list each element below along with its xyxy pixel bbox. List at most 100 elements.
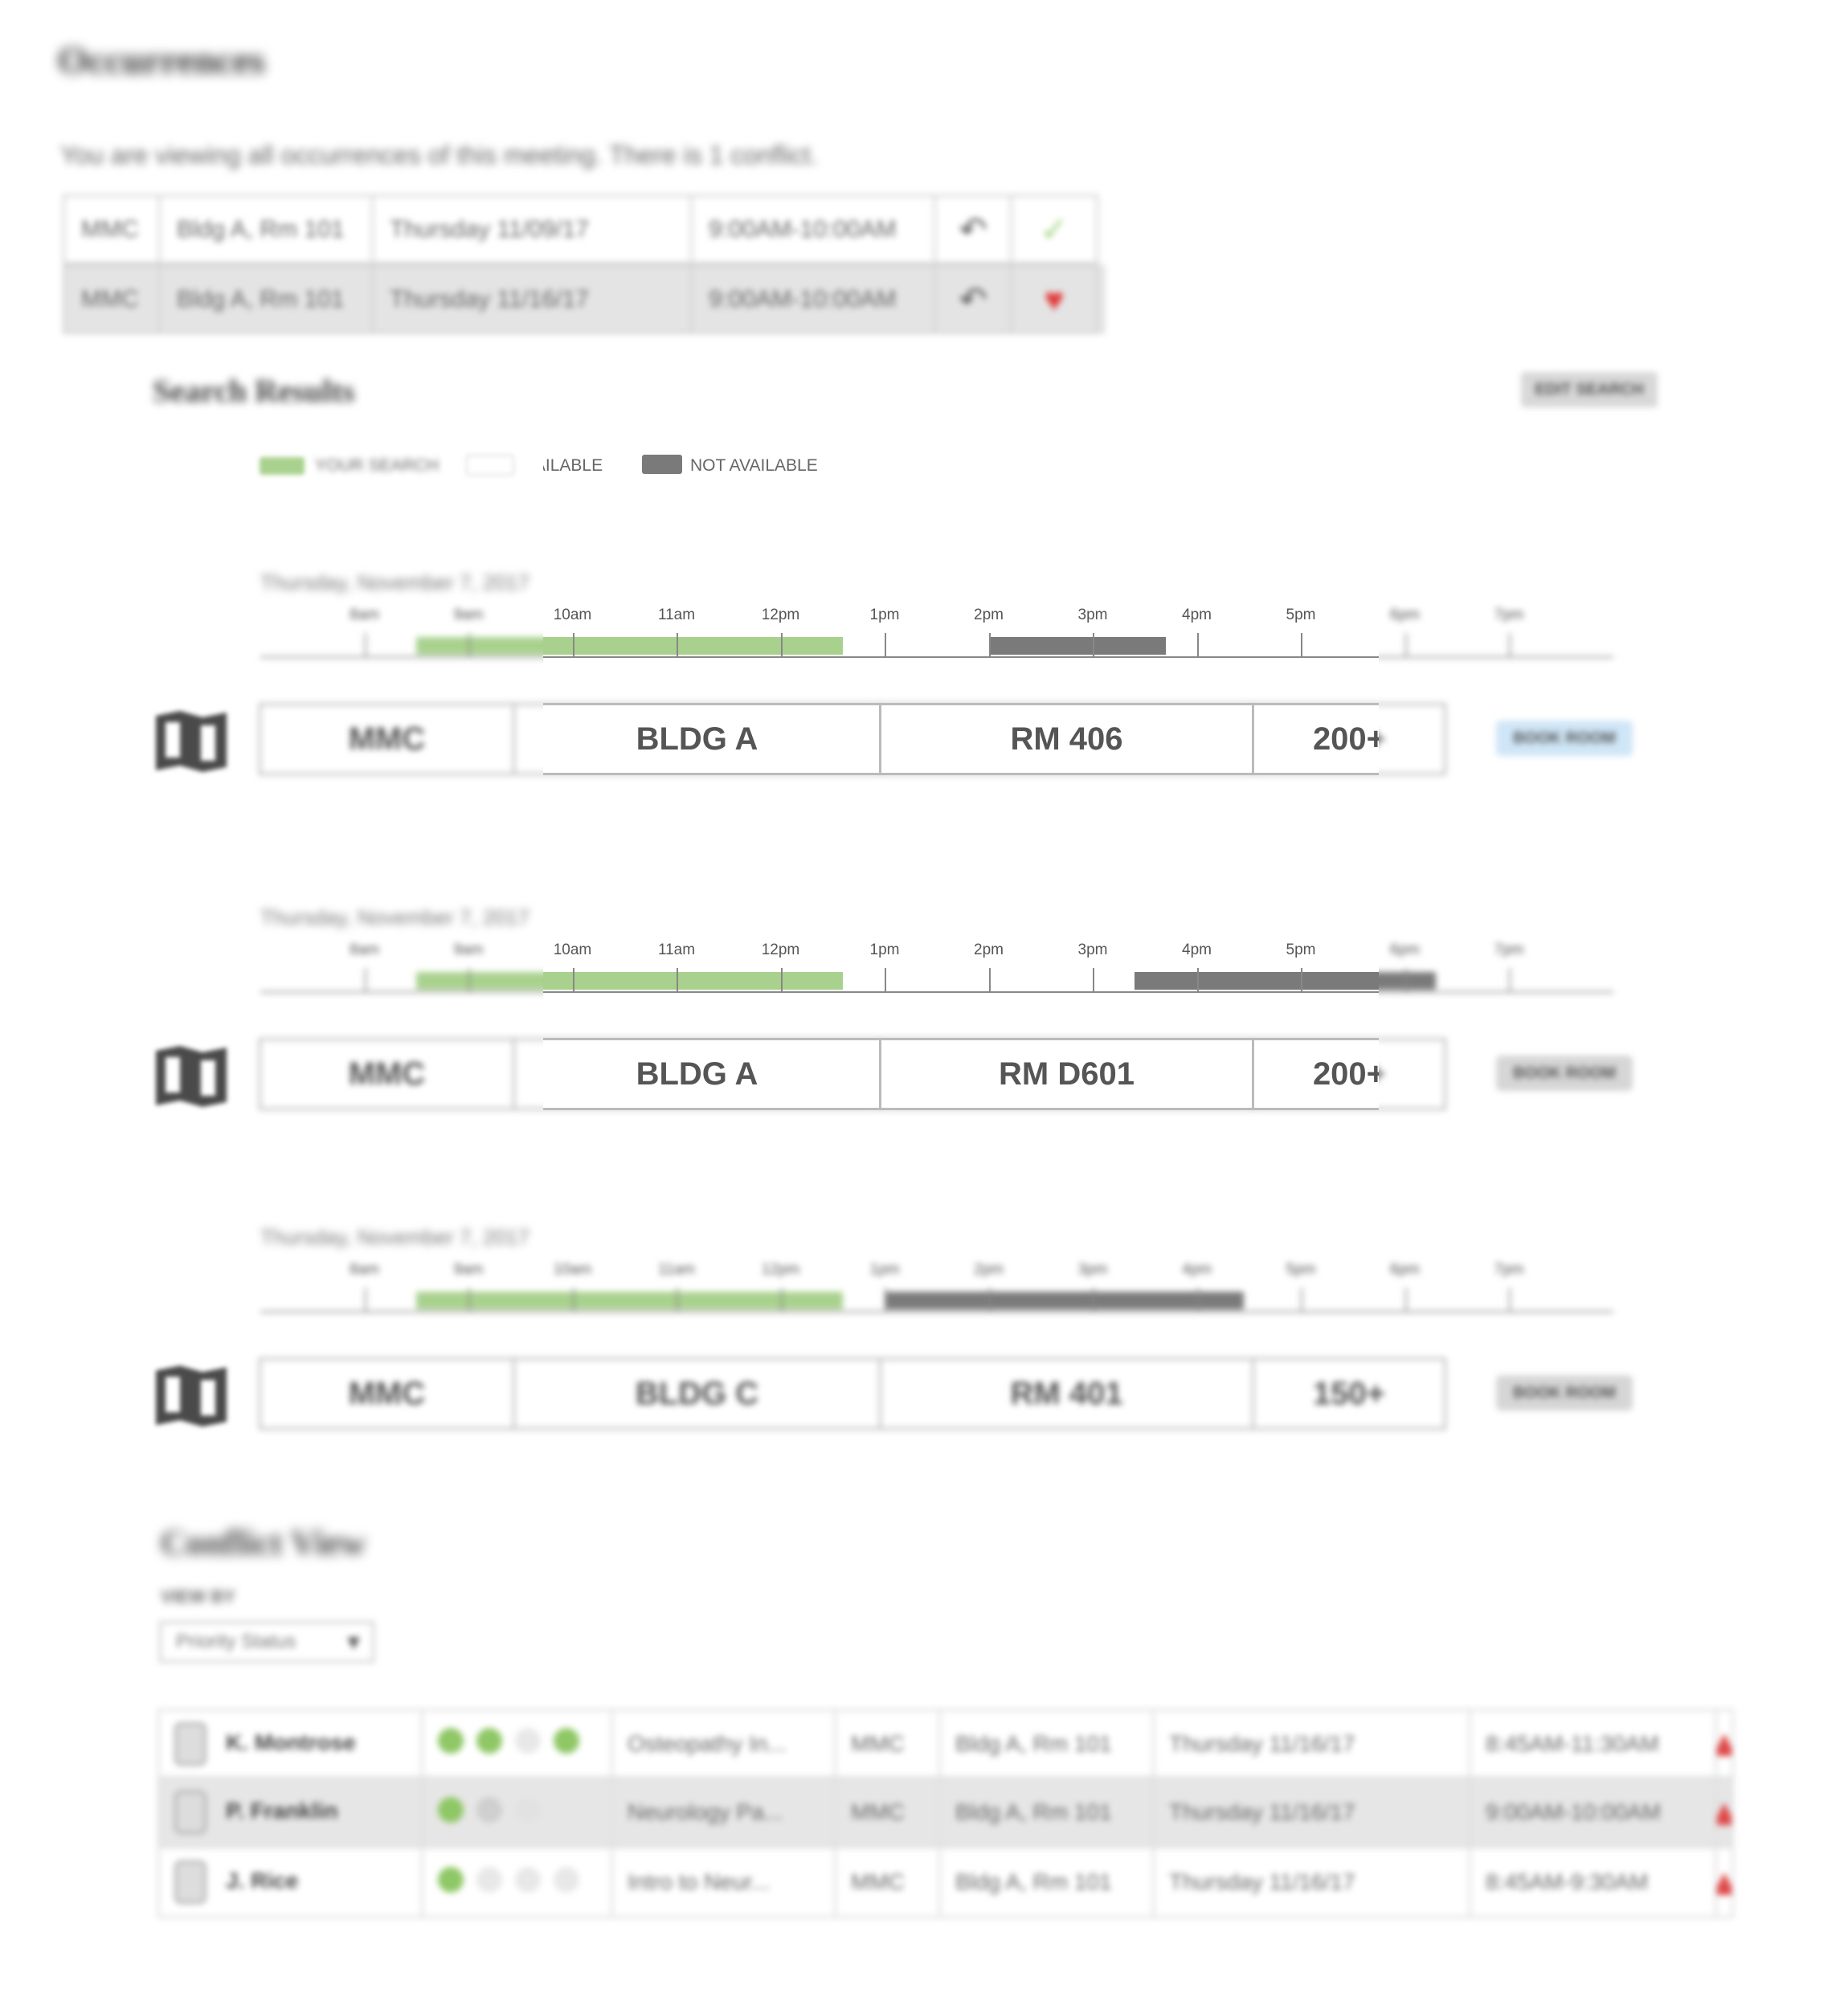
timeline-hour-label: 7pm: [1494, 941, 1524, 958]
timeline-tick: [468, 968, 470, 992]
map-icon[interactable]: [153, 708, 230, 775]
search-results-title: Search Results: [153, 373, 355, 409]
room-number: RM 401: [881, 1360, 1254, 1427]
map-icon[interactable]: [153, 1043, 230, 1110]
conflict-campus: MMC: [836, 1711, 941, 1776]
conflict-person: J. Rice: [160, 1848, 423, 1916]
legend-not-available-label: NOT AVAILABLE: [690, 456, 818, 475]
conflict-course: Intro to Neur...: [613, 1848, 836, 1916]
timeline-tick: [468, 968, 470, 992]
edit-search-button[interactable]: EDIT SEARCH: [1521, 372, 1658, 407]
legend-your-search-swatch: [260, 457, 305, 475]
room-building: BLDG C: [515, 1360, 881, 1427]
timeline-hour-label: 5pm: [1286, 1261, 1316, 1278]
reschedule-icon[interactable]: ↶: [934, 194, 1012, 264]
timeline-hour-label: 7pm: [1494, 1261, 1524, 1278]
reschedule-icon[interactable]: ↶: [934, 264, 1012, 334]
occurrences-title: Occurrences: [58, 39, 265, 82]
occurrences-subtitle: You are viewing all occurrences of this …: [60, 141, 818, 169]
timeline-hour-label: 9am: [453, 607, 484, 623]
timeline-baseline: [260, 1311, 1613, 1313]
timeline-tick: [468, 633, 470, 657]
book-room-button[interactable]: BOOK ROOM: [1496, 721, 1633, 756]
timeline-hour-label: 9am: [453, 941, 484, 958]
occurrence-row: MMC Bldg A, Rm 101 Thursday 11/09/17 9:0…: [63, 194, 1106, 264]
timeline-hour-label: 6pm: [1390, 607, 1420, 623]
person-icon: [174, 1791, 206, 1834]
conflict-course: Osteopathy In...: [613, 1711, 836, 1776]
conflict-view-title: Conflict View: [161, 1523, 366, 1562]
not-available-bar: [885, 1292, 1244, 1309]
room-campus: MMC: [261, 1040, 515, 1108]
conflict-campus: MMC: [836, 1848, 941, 1916]
priority-dot-icon: [476, 1728, 502, 1754]
conflict-date: Thursday 11/16/17: [1155, 1711, 1471, 1776]
timeline-tick: [365, 633, 366, 657]
conflict-date: Thursday 11/16/17: [1155, 1779, 1471, 1846]
occurrence-date: Thursday 11/16/17: [371, 264, 693, 334]
timeline-tick: [468, 633, 470, 657]
timeline-tick: [1509, 633, 1511, 657]
room-number: RM 406: [881, 705, 1254, 773]
timeline-tick: [885, 1288, 886, 1312]
timeline-tick: [1196, 1288, 1199, 1312]
priority-dot-icon: [438, 1728, 464, 1754]
person-name: J. Rice: [226, 1868, 299, 1893]
timeline-tick: [1405, 968, 1407, 992]
conflict-time: 8:45AM-9:30AM: [1471, 1848, 1717, 1916]
conflict-priority-dots: [423, 1848, 613, 1916]
timeline-hour-label: 12pm: [761, 1261, 800, 1278]
occurrence-building: Bldg A, Rm 101: [158, 194, 374, 264]
timeline-hour-label: 10am: [553, 1261, 592, 1278]
timeline-hour-label: 8am: [350, 607, 379, 623]
occurrence-campus: MMC: [63, 264, 161, 334]
timeline-tick: [1405, 633, 1407, 657]
timeline-hour-label: 2pm: [974, 1261, 1004, 1278]
priority-dot-icon: [554, 1728, 579, 1754]
priority-dot-icon: [438, 1796, 464, 1823]
timeline-hour-label: 7pm: [1494, 607, 1524, 623]
view-by-select[interactable]: Priority Status ▼: [159, 1621, 374, 1663]
timeline-tick: [1404, 1288, 1407, 1312]
person-icon: [174, 1860, 206, 1904]
room-capacity: 200+: [1312, 1056, 1386, 1092]
warning-icon: ▲: [1717, 1711, 1731, 1776]
conflict-time: 8:45AM-11:30AM: [1471, 1711, 1717, 1776]
priority-dot-icon: [554, 1866, 579, 1893]
room-building: BLDG A: [543, 1040, 881, 1108]
occurrence-time: 9:00AM-10:00AM: [690, 194, 936, 264]
room-campus: MMC: [261, 1360, 515, 1427]
timeline-hour-label: 11am: [657, 1261, 696, 1278]
timeline-hour-label: 6pm: [1390, 941, 1420, 958]
legend-your-search-label: YOUR SEARCH: [315, 456, 440, 475]
occurrence-time: 9:00AM-10:00AM: [690, 264, 936, 334]
timeline-hour-label: 8am: [350, 607, 379, 623]
conflict-course: Neurology Pa...: [613, 1779, 836, 1846]
timeline-hour-label: 8am: [350, 1261, 379, 1278]
conflict-priority-dots: [423, 1711, 613, 1776]
view-by-label: VIEW BY: [161, 1587, 235, 1607]
conflict-building: Bldg A, Rm 101: [941, 1848, 1155, 1916]
timeline-tick: [988, 1288, 991, 1312]
timeline-hour-label: 9am: [453, 941, 484, 958]
timeline-tick: [677, 1288, 678, 1312]
priority-dot-icon: [515, 1728, 541, 1754]
timeline-hour-label: 8am: [350, 941, 379, 958]
legend-available-label: AVAILABLE: [514, 456, 603, 475]
book-room-button[interactable]: BOOK ROOM: [1496, 1056, 1633, 1091]
book-room-button[interactable]: BOOK ROOM: [1496, 1375, 1633, 1411]
timeline-hour-label: 1pm: [869, 1261, 900, 1278]
timeline-hour-label: 6pm: [1390, 941, 1420, 958]
timeline-hour-label: 7pm: [1494, 607, 1524, 623]
map-icon[interactable]: [153, 1362, 230, 1430]
result-date: Thursday, November 7, 2017: [260, 1225, 529, 1249]
conflict-heart-icon: ♥: [1010, 264, 1098, 334]
priority-dot-icon: [515, 1866, 541, 1893]
occurrence-date: Thursday 11/09/17: [371, 194, 693, 264]
